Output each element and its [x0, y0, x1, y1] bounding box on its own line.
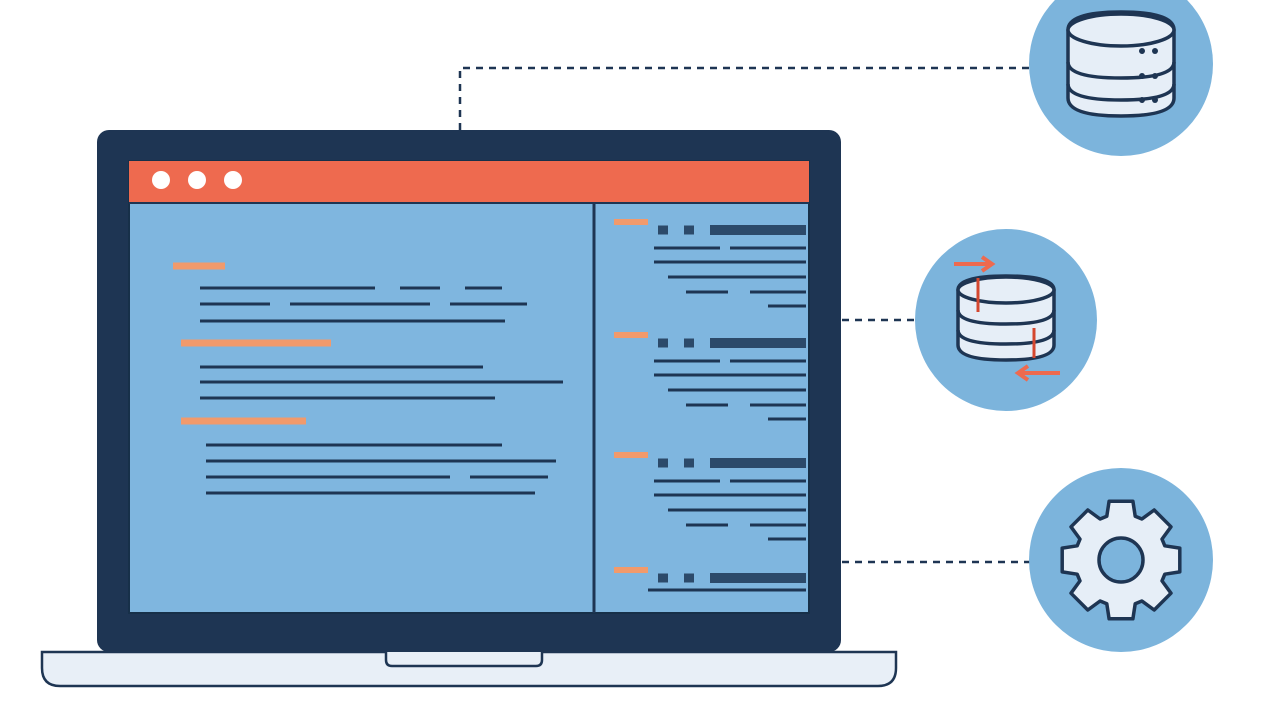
connectors: [458, 66, 1032, 564]
database-icon: [1066, 10, 1176, 118]
settings-service: [1029, 468, 1213, 652]
window-dot-close: [152, 171, 170, 189]
laptop-screen: [128, 160, 810, 614]
arrow-left-icon: [1014, 364, 1060, 382]
laptop: [40, 130, 898, 688]
laptop-notch: [384, 652, 544, 668]
connector-database: [458, 66, 1032, 130]
code-lines: [173, 219, 806, 592]
database-service: [1029, 0, 1213, 156]
window-titlebar: [129, 161, 809, 202]
laptop-base: [40, 650, 898, 688]
window-dot-minimize: [188, 171, 206, 189]
database-sync-icon: [954, 255, 1060, 382]
gear-hole: [1097, 536, 1145, 584]
arrow-right-icon: [954, 255, 996, 273]
window-dot-maximize: [224, 171, 242, 189]
sync-service: [915, 229, 1097, 411]
